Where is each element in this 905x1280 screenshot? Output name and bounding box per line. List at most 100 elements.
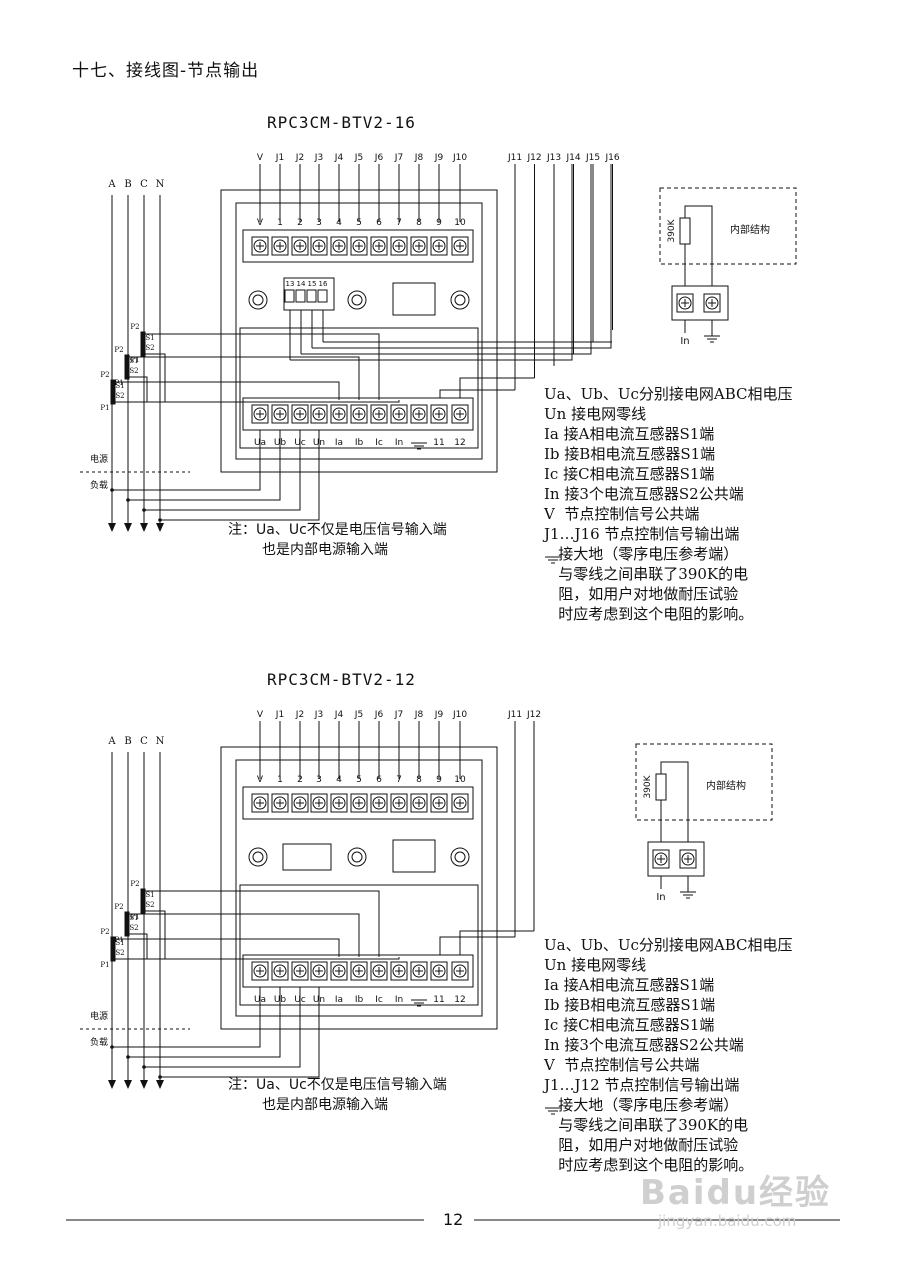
small-terminal (284, 289, 295, 303)
ct-label: P2 (130, 880, 139, 888)
terminal-label: Ia (335, 438, 343, 448)
current-transformer (124, 911, 130, 937)
voltage-wire (112, 987, 261, 1048)
ct-label: P1 (100, 404, 109, 412)
junction-dot (126, 1055, 130, 1059)
terminal-number: 2 (297, 775, 303, 785)
legend-item: Ib 接B相电流互感器S1端 (544, 445, 716, 463)
mounting-knob (454, 851, 466, 863)
legend-item: In 接3个电流互感器S2公共端 (544, 485, 744, 503)
resistor-icon (679, 217, 691, 245)
ct-label: P1 (100, 961, 109, 969)
ct-wire (129, 933, 148, 959)
terminal-label: 11 (433, 438, 444, 448)
ct-label: P2 (100, 928, 109, 936)
in-label: In (656, 892, 665, 903)
ct-label: S2 (115, 392, 124, 400)
legend-item: 与零线之间串联了390K的电 (544, 1116, 749, 1134)
arrow-down-icon (140, 1080, 148, 1089)
inner-wire (660, 761, 689, 846)
output-label: J3 (314, 153, 323, 163)
output-label: J9 (434, 710, 444, 720)
output-label: J10 (452, 710, 467, 720)
ct-wire (145, 910, 166, 959)
terminal-number: 2 (297, 218, 303, 228)
output-label: J4 (334, 153, 344, 163)
legend-item: Ic 接C相电流互感器S1端 (544, 465, 715, 483)
terminal-number: 8 (416, 218, 422, 228)
terminal-label: Ib (355, 995, 364, 1005)
display-window (282, 843, 332, 871)
output-label: J2 (295, 710, 304, 720)
power-label: 电源 (90, 453, 108, 465)
ct-label: P1 (114, 936, 123, 944)
terminal-number: 6 (376, 775, 382, 785)
junction-dot (110, 1045, 114, 1049)
ct-label: P1 (130, 913, 139, 921)
ct-wire (129, 356, 360, 400)
ct-label: S1 (129, 914, 138, 922)
note-line: 注：Ua、Uc不仅是电压信号输入端 (228, 1077, 447, 1093)
terminal-label: Ic (375, 438, 383, 448)
resistor-label: 390K (643, 774, 653, 798)
display-window (392, 282, 436, 316)
ct-wire (129, 376, 148, 402)
current-transformer (110, 379, 116, 405)
legend-item: Ib 接B相电流互感器S1端 (544, 996, 716, 1014)
output-label: J7 (394, 710, 403, 720)
terminal-number: 10 (454, 218, 466, 228)
current-transformer (140, 888, 146, 914)
ct-label: S2 (145, 344, 154, 352)
terminal-number: 16 (319, 280, 328, 288)
output-label: J1 (275, 153, 284, 163)
junction-dot (142, 508, 146, 512)
inner-frame (239, 884, 479, 1006)
resistor-icon (655, 773, 667, 801)
phase-label: A (107, 179, 116, 190)
arrow-down-icon (124, 523, 132, 532)
resistor-label: 390K (667, 218, 677, 242)
output-label: J15 (585, 153, 600, 163)
output-label: J8 (414, 153, 424, 163)
output-label: J11 (507, 710, 522, 720)
mounting-knob (450, 290, 470, 310)
junction-dot (126, 498, 130, 502)
legend-item: Un 接电网零线 (544, 956, 647, 974)
small-terminal (317, 289, 328, 303)
terminal-label: 12 (454, 995, 465, 1005)
terminal-number: 3 (316, 775, 322, 785)
output-label: J2 (295, 153, 304, 163)
in-label: In (680, 336, 689, 347)
mounting-knob (347, 847, 367, 867)
terminal-number: 15 (308, 280, 317, 288)
terminal-number: 5 (356, 218, 362, 228)
small-terminal (295, 289, 306, 303)
phase-label: N (156, 736, 165, 747)
output-label: V (257, 710, 264, 720)
output-label: J12 (526, 710, 541, 720)
terminal-number: V (257, 218, 264, 228)
mounting-knob (454, 294, 466, 306)
note: 注：Ua、Uc不仅是电压信号输入端 也是内部电源输入端 (228, 1075, 447, 1115)
legend-item: 时应考虑到这个电阻的影响。 (544, 1156, 754, 1174)
model-title: RPC3CM-BTV2-12 (267, 670, 416, 689)
mounting-knob (248, 290, 268, 310)
inner-structure-label: 内部结构 (730, 223, 770, 236)
output-label: J7 (394, 153, 403, 163)
legend-item: J1…J12 节点控制信号输出端 (544, 1076, 740, 1094)
ct-wire (115, 957, 400, 960)
terminal-number: 9 (436, 775, 442, 785)
ct-label: S2 (145, 901, 154, 909)
terminal-number: 7 (396, 218, 402, 228)
ct-label: P2 (114, 903, 123, 911)
inner-frame (239, 327, 479, 449)
terminal-number: 8 (416, 775, 422, 785)
load-label: 负载 (90, 1036, 108, 1048)
watermark-url: jingyan.baidu.com (658, 1212, 797, 1230)
legend-item: J1…J16 节点控制信号输出端 (544, 525, 740, 543)
ct-label: S1 (145, 891, 154, 899)
terminal-number: 9 (436, 218, 442, 228)
output-label: J10 (452, 153, 467, 163)
